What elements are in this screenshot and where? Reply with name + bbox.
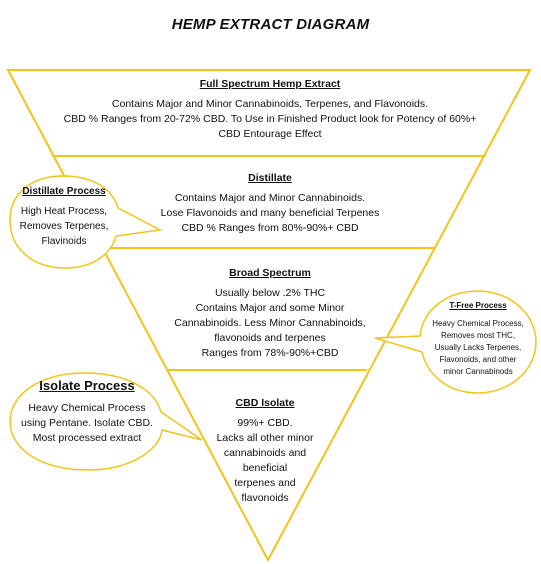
bubble-line: Heavy Chemical Process	[28, 402, 146, 414]
bubble-line: Flavonoids, and other	[439, 355, 517, 364]
level-line: Ranges from 78%-90%+CBD	[201, 347, 339, 359]
bubble-line: Removes most THC,	[440, 331, 516, 340]
level-line: Contains Major and Minor Cannabinoids, T…	[111, 98, 429, 110]
level-line: Cannabinoids. Less Minor Cannabinoids,	[174, 317, 366, 329]
bubble-heading: Isolate Process	[39, 378, 135, 393]
level-heading: Full Spectrum Hemp Extract	[199, 78, 341, 90]
level-line: terpenes and	[234, 477, 296, 489]
bubble-line: Flavinoids	[41, 236, 87, 247]
level-line: Lose Flavonoids and many beneficial Terp…	[160, 207, 380, 219]
level-line: CBD % Ranges from 20-72% CBD. To Use in …	[63, 113, 477, 125]
distillate-bubble-shape	[9, 175, 163, 269]
level-distillate: Distillate Contains Major and Minor Cann…	[120, 171, 420, 236]
level-heading: CBD Isolate	[235, 397, 295, 409]
level-line: Lacks all other minor	[216, 432, 314, 444]
bubble-line: Removes Terpenes,	[19, 221, 109, 232]
level-line: Usually below .2% THC	[214, 287, 326, 299]
bubble-line: Usually Lacks Terpenes,	[434, 343, 522, 352]
bubble-line: Heavy Chemical Process,	[432, 319, 524, 328]
bubble-heading: T-Free Process	[449, 301, 507, 310]
tfree-bubble-shape	[374, 290, 537, 394]
level-line: Contains Major and some Minor	[195, 302, 345, 314]
level-line: flavonoids and terpenes	[214, 332, 326, 344]
bubble-line: Most processed extract	[32, 432, 142, 444]
level-line: 99%+ CBD.	[237, 417, 293, 429]
level-line: cannabinoids and	[223, 447, 307, 459]
bubble-tfree-process: T-Free Process Heavy Chemical Process, R…	[420, 300, 536, 378]
bubble-heading: Distillate Process	[22, 186, 106, 197]
bubble-distillate-process: Distillate Process High Heat Process, Re…	[12, 184, 116, 249]
level-line: CBD Entourage Effect	[218, 128, 322, 140]
bubble-line: minor Cannabinods	[443, 367, 513, 376]
level-line: Contains Major and Minor Cannabinoids.	[174, 192, 366, 204]
level-heading: Distillate	[248, 172, 292, 184]
bubble-line: High Heat Process,	[20, 206, 108, 217]
level-heading: Broad Spectrum	[229, 267, 311, 279]
pyramid-outline	[6, 69, 532, 563]
level-line: CBD % Ranges from 80%-90%+ CBD	[181, 222, 359, 234]
level-cbd-isolate: CBD Isolate 99%+ CBD. Lacks all other mi…	[195, 396, 335, 506]
bubble-isolate-process: Isolate Process Heavy Chemical Process u…	[12, 378, 162, 446]
level-broad-spectrum: Broad Spectrum Usually below .2% THC Con…	[150, 266, 390, 361]
isolate-bubble-shape	[9, 372, 203, 471]
bubble-line: using Pentane. Isolate CBD.	[21, 417, 153, 429]
page-title: HEMP EXTRACT DIAGRAM	[171, 16, 370, 33]
level-line: beneficial	[242, 462, 288, 474]
level-full-spectrum: Full Spectrum Hemp Extract Contains Majo…	[20, 77, 520, 142]
level-line: flavonoids	[241, 492, 289, 504]
